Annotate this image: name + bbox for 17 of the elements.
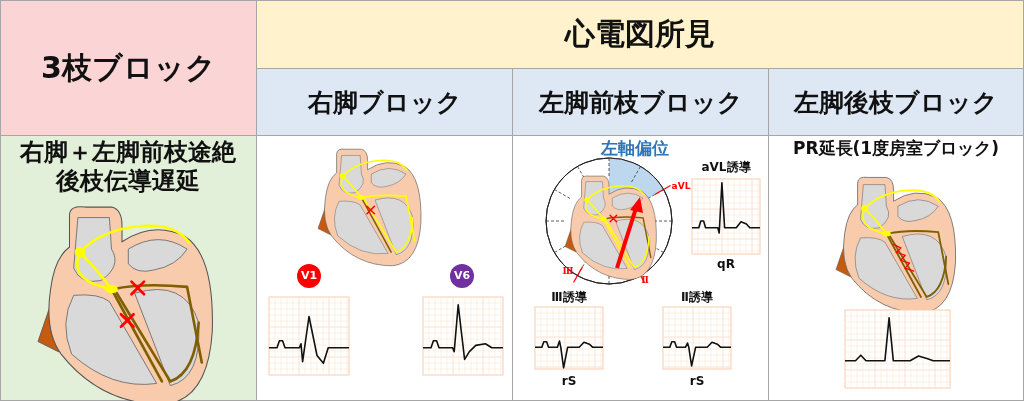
lead-name-label: Ⅱ誘導 (680, 290, 714, 305)
wave-pattern-label: rS (688, 374, 706, 389)
axis-deviation-label: 左軸偏位 (599, 138, 670, 159)
finding-text: PR延長(1度房室ブロック) (792, 138, 1000, 159)
lead-name-label: aVL誘導 (700, 160, 752, 175)
column-header-cell: 左脚後枝ブロック (768, 68, 1024, 136)
column-header-cell: 右脚ブロック (256, 68, 513, 136)
lead-name-label: Ⅲ誘導 (550, 290, 588, 305)
row-header-cell: 3枝ブロック (0, 0, 257, 136)
lead-axis-label: Ⅱ (640, 275, 650, 286)
condition-text: 右脚＋左脚前枝途絶後枝伝導遅延 (18, 138, 237, 196)
column-header-cell: 左脚前枝ブロック (512, 68, 769, 136)
wave-pattern-label: rS (560, 374, 578, 389)
column-group-header-cell: 心電図所見 (256, 0, 1024, 69)
wave-pattern-label: qR (716, 257, 736, 272)
lead-axis-label: aVL (670, 181, 692, 192)
lead-axis-label: Ⅲ (561, 266, 575, 277)
